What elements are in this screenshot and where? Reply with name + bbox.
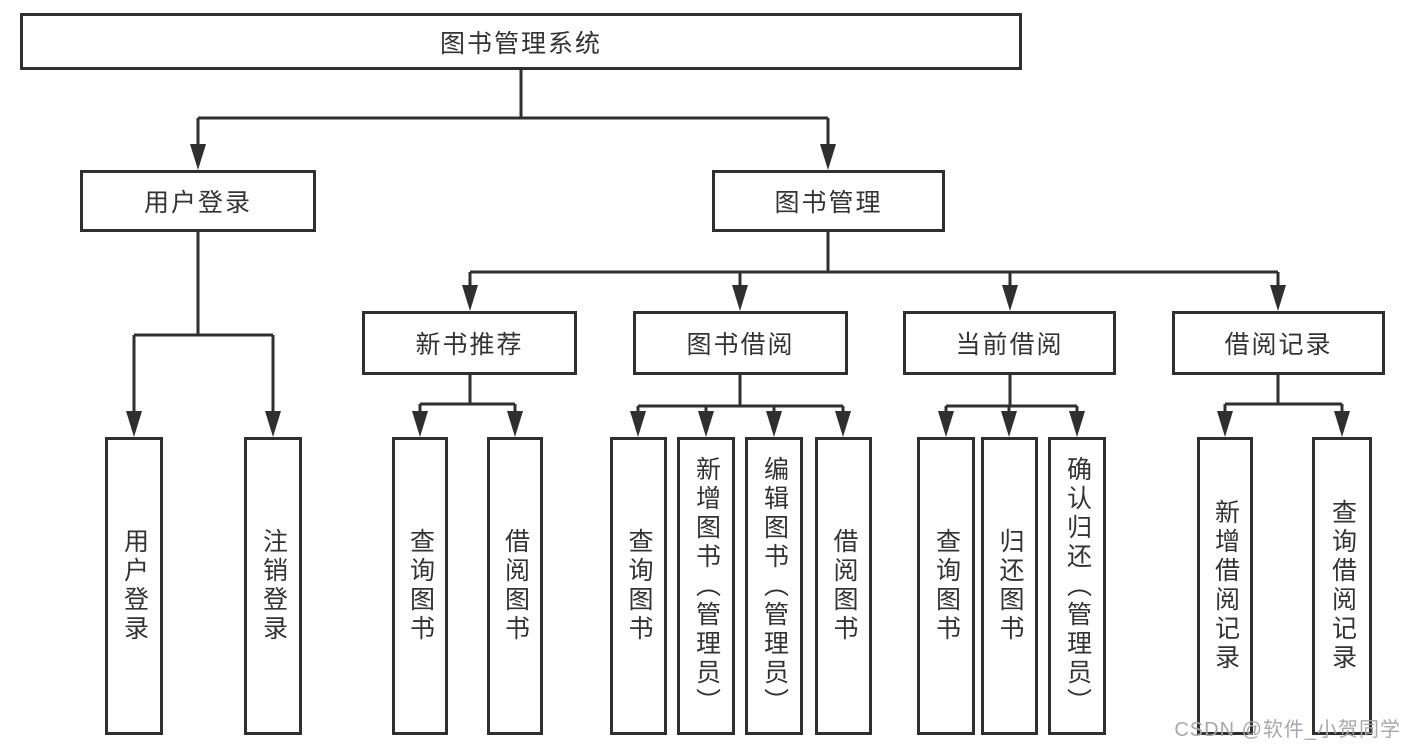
- node-root: 图书管理系统: [20, 13, 1022, 70]
- node-new-book-recommend: 新书推荐: [362, 311, 577, 375]
- node-query-books-borrow: 查询图书: [610, 437, 667, 735]
- node-book-borrow-label: 图书借阅: [686, 331, 795, 359]
- node-query-books-current-label: 查询图书: [932, 528, 961, 644]
- node-query-borrow-record-label: 查询借阅记录: [1328, 499, 1357, 673]
- node-borrow-records-label: 借阅记录: [1224, 331, 1333, 359]
- node-add-books-admin-label: 新增图书（管理员）: [692, 455, 721, 717]
- node-edit-books-admin-label: 编辑图书（管理员）: [760, 455, 789, 717]
- node-borrow-books: 借阅图书: [815, 437, 872, 735]
- node-new-book-recommend-label: 新书推荐: [415, 331, 524, 359]
- node-add-borrow-record: 新增借阅记录: [1197, 437, 1253, 735]
- node-query-books-recommend-label: 查询图书: [406, 528, 435, 644]
- node-add-books-admin: 新增图书（管理员）: [677, 437, 735, 735]
- node-borrow-books-label: 借阅图书: [830, 528, 858, 644]
- node-login-action-label: 用户登录: [120, 528, 149, 644]
- node-login-action: 用户登录: [105, 437, 163, 735]
- node-borrow-records: 借阅记录: [1172, 311, 1385, 375]
- node-user-login: 用户登录: [80, 170, 316, 232]
- node-query-borrow-record: 查询借阅记录: [1312, 437, 1372, 735]
- node-borrow-books-recommend: 借阅图书: [487, 437, 543, 735]
- node-current-borrow: 当前借阅: [903, 311, 1116, 375]
- node-confirm-return-admin: 确认归还（管理员）: [1048, 437, 1106, 735]
- node-user-login-label: 用户登录: [143, 189, 252, 217]
- node-return-books: 归还图书: [981, 437, 1038, 735]
- node-logout-action: 注销登录: [244, 437, 302, 735]
- node-edit-books-admin: 编辑图书（管理员）: [745, 437, 803, 735]
- node-book-management-label: 图书管理: [774, 189, 883, 217]
- node-root-label: 图书管理系统: [439, 29, 602, 58]
- node-book-management: 图书管理: [712, 170, 945, 232]
- node-current-borrow-label: 当前借阅: [955, 331, 1064, 359]
- node-query-books-recommend: 查询图书: [392, 437, 448, 735]
- node-book-borrow: 图书借阅: [633, 311, 848, 375]
- node-logout-action-label: 注销登录: [259, 528, 288, 644]
- node-query-books-current: 查询图书: [917, 437, 975, 735]
- node-confirm-return-admin-label: 确认归还（管理员）: [1063, 455, 1092, 717]
- node-add-borrow-record-label: 新增借阅记录: [1211, 499, 1240, 673]
- node-return-books-label: 归还图书: [996, 528, 1024, 644]
- watermark-text: CSDN @软件_小贺同学: [1174, 719, 1401, 741]
- node-query-books-borrow-label: 查询图书: [625, 528, 653, 644]
- node-borrow-books-recommend-label: 借阅图书: [501, 528, 530, 644]
